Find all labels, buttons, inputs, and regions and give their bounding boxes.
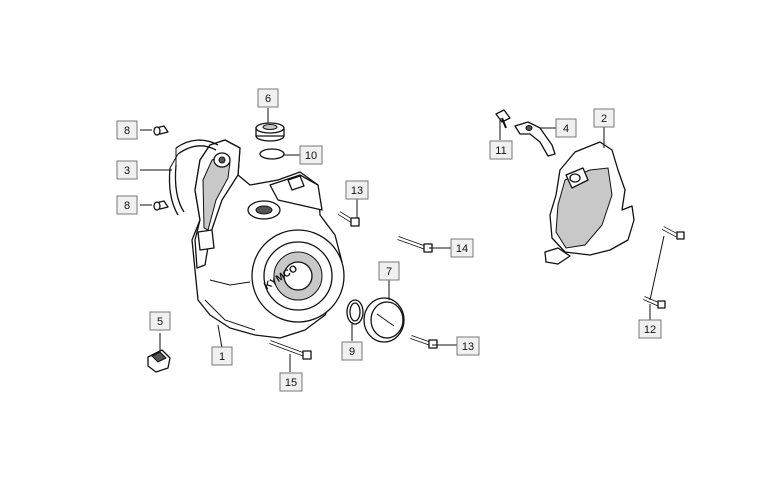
callout-c12: 12 xyxy=(638,319,662,339)
callout-number: 1 xyxy=(219,351,225,363)
callout-number: 12 xyxy=(644,324,656,336)
callout-number: 7 xyxy=(386,266,392,278)
callout-c8a: 8 xyxy=(116,120,138,140)
part-11-screw xyxy=(495,109,511,129)
callout-c13a: 13 xyxy=(345,180,369,200)
callout-number: 13 xyxy=(351,185,363,197)
part-8-cap-upper xyxy=(153,125,169,136)
callout-c14: 14 xyxy=(450,238,474,258)
part-1-side-cover: KYMCO xyxy=(191,139,345,339)
callout-number: 10 xyxy=(305,150,317,162)
part-2-rear-cover xyxy=(544,141,635,265)
callout-c11: 11 xyxy=(489,140,513,160)
part-7-round-plug xyxy=(363,297,405,343)
callout-number: 9 xyxy=(349,346,355,358)
callout-c6: 6 xyxy=(257,88,279,108)
callout-number: 14 xyxy=(456,243,468,255)
part-5-clamp xyxy=(147,349,171,373)
callout-number: 3 xyxy=(124,165,130,177)
part-4-bracket xyxy=(514,121,556,157)
callout-number: 8 xyxy=(124,200,130,212)
part-3-tube xyxy=(168,139,219,216)
callout-number: 2 xyxy=(601,113,607,125)
part-14-bolt xyxy=(397,236,433,253)
callout-number: 13 xyxy=(462,341,474,353)
callout-number: 5 xyxy=(157,316,163,328)
callout-number: 4 xyxy=(563,123,569,135)
part-6-plug xyxy=(255,122,285,142)
callout-c3: 3 xyxy=(116,160,138,180)
callout-c13b: 13 xyxy=(456,336,480,356)
part-8-cap-lower xyxy=(153,200,169,211)
callout-c8b: 8 xyxy=(116,195,138,215)
callout-c4: 4 xyxy=(555,118,577,138)
callout-c5: 5 xyxy=(149,311,171,331)
callout-c9: 9 xyxy=(341,341,363,361)
callout-number: 6 xyxy=(265,93,271,105)
callout-number: 8 xyxy=(124,125,130,137)
callout-c15: 15 xyxy=(279,372,303,392)
callout-c2: 2 xyxy=(593,108,615,128)
part-15-bolt xyxy=(269,340,312,360)
callout-number: 15 xyxy=(285,377,297,389)
part-13-bolt-upper xyxy=(337,211,360,227)
part-10-o-ring xyxy=(259,148,285,160)
callout-number: 11 xyxy=(495,145,506,157)
part-13-bolt-lower xyxy=(410,335,438,349)
part-12-bolt xyxy=(643,226,685,309)
callout-c1: 1 xyxy=(211,346,233,366)
callout-c7: 7 xyxy=(378,261,400,281)
leader-lines xyxy=(140,108,665,372)
callout-c10: 10 xyxy=(299,145,323,165)
